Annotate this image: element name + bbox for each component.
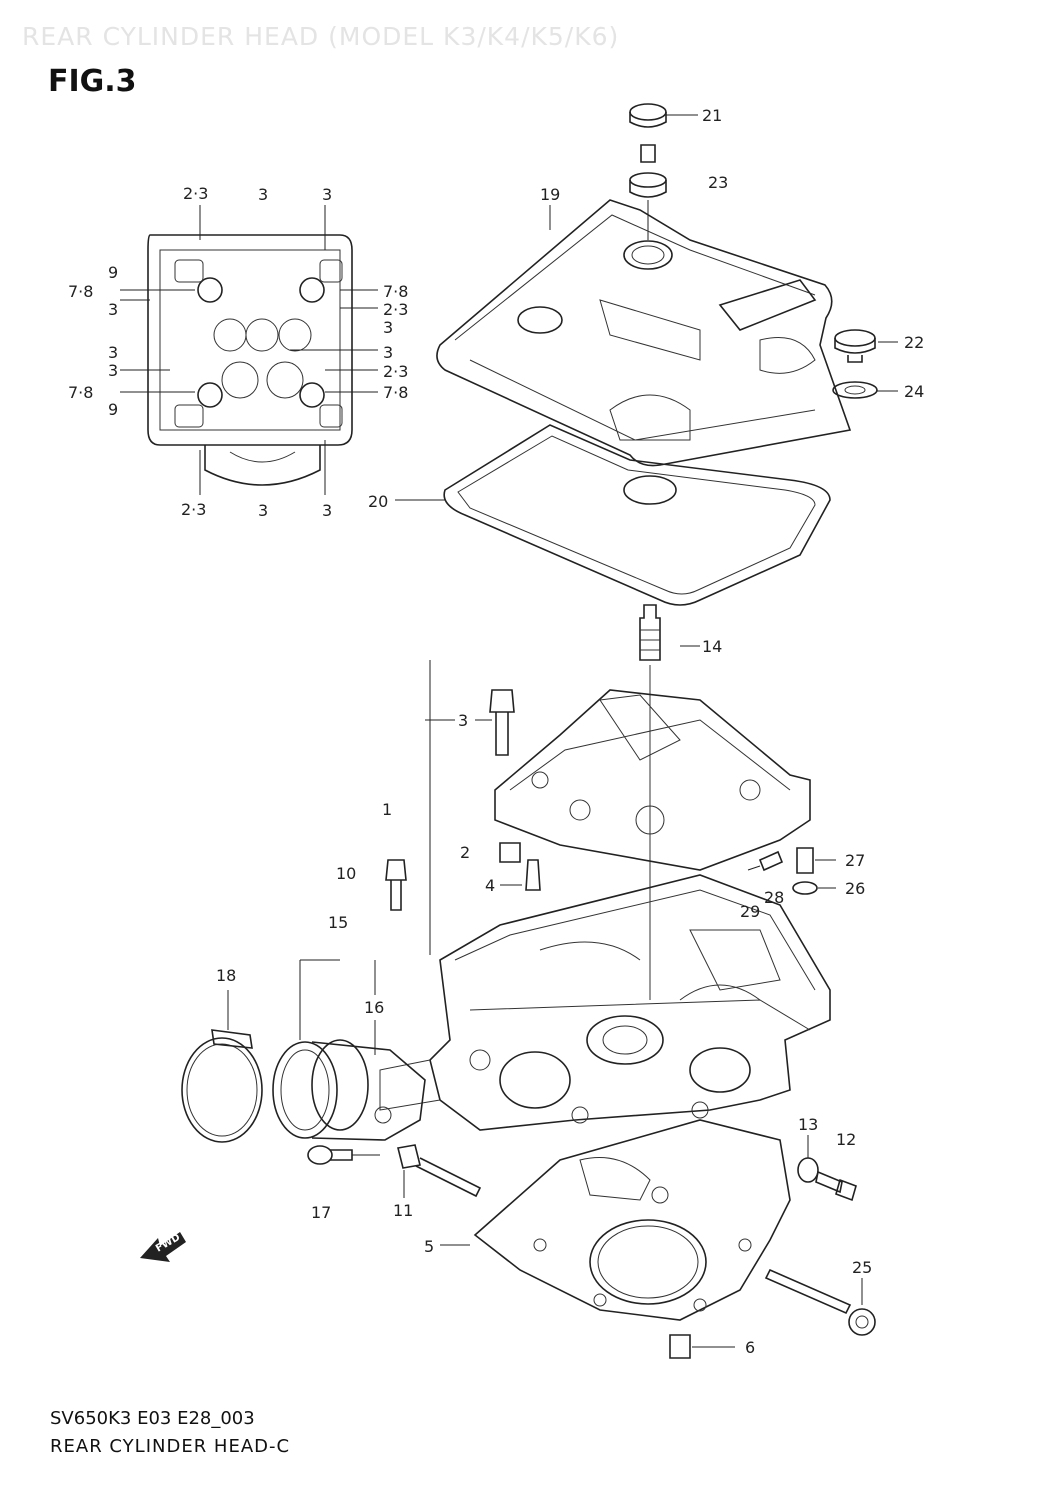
sleeve-27 bbox=[796, 847, 836, 874]
washer-13 bbox=[797, 1135, 819, 1183]
dowel-6 bbox=[669, 1334, 735, 1359]
callout: 4 bbox=[485, 876, 495, 895]
tv-label: 3 bbox=[322, 501, 332, 520]
tv-label: 3 bbox=[108, 300, 118, 319]
callout: 13 bbox=[798, 1115, 818, 1134]
tv-label: 9 bbox=[108, 400, 118, 419]
bolt-11 bbox=[397, 1144, 482, 1198]
cover-gasket-20 bbox=[395, 424, 831, 606]
header-title: REAR CYLINDER HEAD (MODEL K3/K4/K5/K6) bbox=[22, 22, 620, 51]
screw-17 bbox=[307, 1145, 380, 1165]
dowel-2 bbox=[499, 842, 521, 863]
plug-28 bbox=[747, 850, 784, 872]
callout: 10 bbox=[336, 864, 356, 883]
tv-label: 7·8 bbox=[383, 282, 408, 301]
forward-arrow-icon: FWD bbox=[140, 1232, 186, 1262]
pin-4 bbox=[500, 859, 541, 891]
cap-bolt-21 bbox=[629, 103, 698, 163]
o-ring-26 bbox=[792, 881, 836, 895]
torque-view-labels: 2·3 3 3 9 7·8 3 7·8 2·3 3 3 3 2·3 7·8 7·… bbox=[68, 184, 408, 520]
intake-pipe-16 bbox=[272, 959, 426, 1141]
washer-24 bbox=[832, 381, 898, 399]
callout: 24 bbox=[904, 382, 924, 401]
callout: 20 bbox=[368, 492, 388, 511]
callout: 25 bbox=[852, 1258, 872, 1277]
tv-label: 3 bbox=[383, 318, 393, 337]
cylinder-head-top-view bbox=[120, 205, 378, 495]
bolt-12 bbox=[815, 1170, 857, 1202]
camshaft-holder bbox=[494, 689, 811, 871]
callout: 11 bbox=[393, 1201, 413, 1220]
callout: 2 bbox=[460, 843, 470, 862]
bolt-22 bbox=[834, 329, 898, 363]
cylinder-head-1 bbox=[379, 874, 831, 1131]
hose-clamp-18 bbox=[181, 990, 263, 1143]
callout: 27 bbox=[845, 851, 865, 870]
tv-label: 2·3 bbox=[181, 500, 206, 519]
callout: 5 bbox=[424, 1237, 434, 1256]
callout: 6 bbox=[745, 1338, 755, 1357]
footer-name: REAR CYLINDER HEAD-C bbox=[50, 1436, 291, 1457]
head-bolt-3 bbox=[425, 689, 515, 756]
grommet-23 bbox=[629, 172, 667, 240]
callout: 16 bbox=[364, 998, 384, 1017]
tv-label: 2·3 bbox=[183, 184, 208, 203]
tv-label: 3 bbox=[383, 343, 393, 362]
footer-code: SV650K3 E03 E28_003 bbox=[50, 1408, 255, 1429]
callout: 23 bbox=[708, 173, 728, 192]
callout: 14 bbox=[702, 637, 722, 656]
callout: 12 bbox=[836, 1130, 856, 1149]
figure-label: FIG.3 bbox=[48, 64, 137, 99]
callout: 28 bbox=[764, 888, 784, 907]
callout: 17 bbox=[311, 1203, 331, 1222]
bolt-25 bbox=[764, 1268, 876, 1336]
callout: 3 bbox=[458, 711, 468, 730]
callout: 15 bbox=[328, 913, 348, 932]
callout: 21 bbox=[702, 106, 722, 125]
spark-plug-14 bbox=[639, 604, 700, 1000]
callout: 1 bbox=[382, 800, 392, 819]
callout: 18 bbox=[216, 966, 236, 985]
tv-label: 3 bbox=[108, 343, 118, 362]
callout: 26 bbox=[845, 879, 865, 898]
tv-label: 2·3 bbox=[383, 300, 408, 319]
callout: 22 bbox=[904, 333, 924, 352]
callout-numbers: 21 23 19 22 24 20 14 3 1 2 4 10 15 27 28… bbox=[216, 106, 924, 1357]
tv-label: 7·8 bbox=[68, 383, 93, 402]
tv-label: 2·3 bbox=[383, 362, 408, 381]
callout: 29 bbox=[740, 902, 760, 921]
tv-label: 7·8 bbox=[383, 383, 408, 402]
tv-label: 3 bbox=[258, 501, 268, 520]
tv-label: 9 bbox=[108, 263, 118, 282]
head-gasket-5 bbox=[440, 1119, 791, 1321]
tv-label: 7·8 bbox=[68, 282, 93, 301]
callout: 19 bbox=[540, 185, 560, 204]
tv-label: 3 bbox=[108, 361, 118, 380]
bolt-10 bbox=[385, 859, 407, 911]
cylinder-head-cover-19 bbox=[436, 199, 852, 467]
tv-label: 3 bbox=[258, 185, 268, 204]
tv-label: 3 bbox=[322, 185, 332, 204]
